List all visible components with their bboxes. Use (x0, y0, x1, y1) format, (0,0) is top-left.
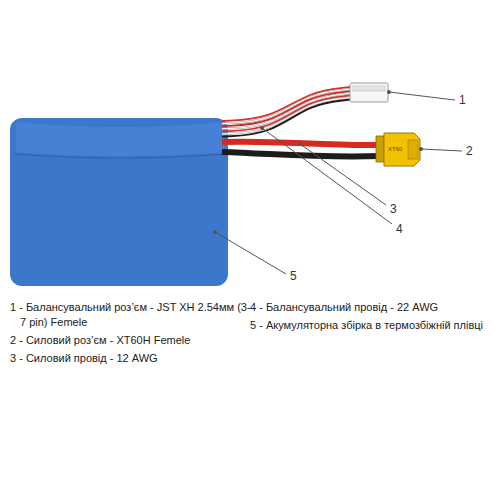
part-description: 1 - Балансувальний роз’єм - JST XH 2.54м… (10, 300, 256, 330)
leader-line (389, 92, 455, 100)
xt60-rear (376, 136, 384, 162)
part-description: 4 - Балансувальний провід - 22 AWG (250, 300, 500, 315)
connector-marking: XT60 (388, 146, 402, 152)
part-description: 3 - Силовий провід - 12 AWG (10, 351, 256, 366)
leader-dot (214, 231, 217, 234)
leader-dot (299, 143, 302, 146)
shrink-fold-line (14, 154, 226, 158)
callout-number: 4 (396, 221, 403, 237)
leader-lines (214, 91, 463, 275)
leader-line (300, 144, 386, 205)
leader-dot (388, 91, 391, 94)
callout-number: 2 (466, 143, 473, 159)
xt60-connector (384, 133, 420, 166)
balance-wire (222, 100, 351, 137)
balance-wires (222, 87, 351, 137)
part-description: 2 - Силовий роз’єм - XT60H Femele (10, 333, 256, 348)
shrink-fold (16, 122, 224, 156)
balance-wire (222, 98, 351, 135)
power-wire-black (222, 152, 380, 157)
battery-pack (10, 118, 228, 286)
jst-connector (350, 83, 388, 102)
wire-outline (222, 98, 351, 135)
callout-number: 3 (390, 201, 397, 217)
power-wire-red (222, 142, 380, 146)
part-description: 5 - Акумуляторна збірка в термозбіжній п… (250, 318, 500, 333)
xt60-front (408, 140, 418, 159)
jst-latch (353, 86, 385, 91)
leader-line (215, 232, 286, 274)
leader-dot (261, 127, 264, 130)
leader-line (421, 149, 462, 151)
callout-number: 1 (459, 92, 466, 108)
leader-line (262, 128, 392, 224)
leader-dot (420, 148, 423, 151)
callout-number: 5 (290, 268, 297, 284)
